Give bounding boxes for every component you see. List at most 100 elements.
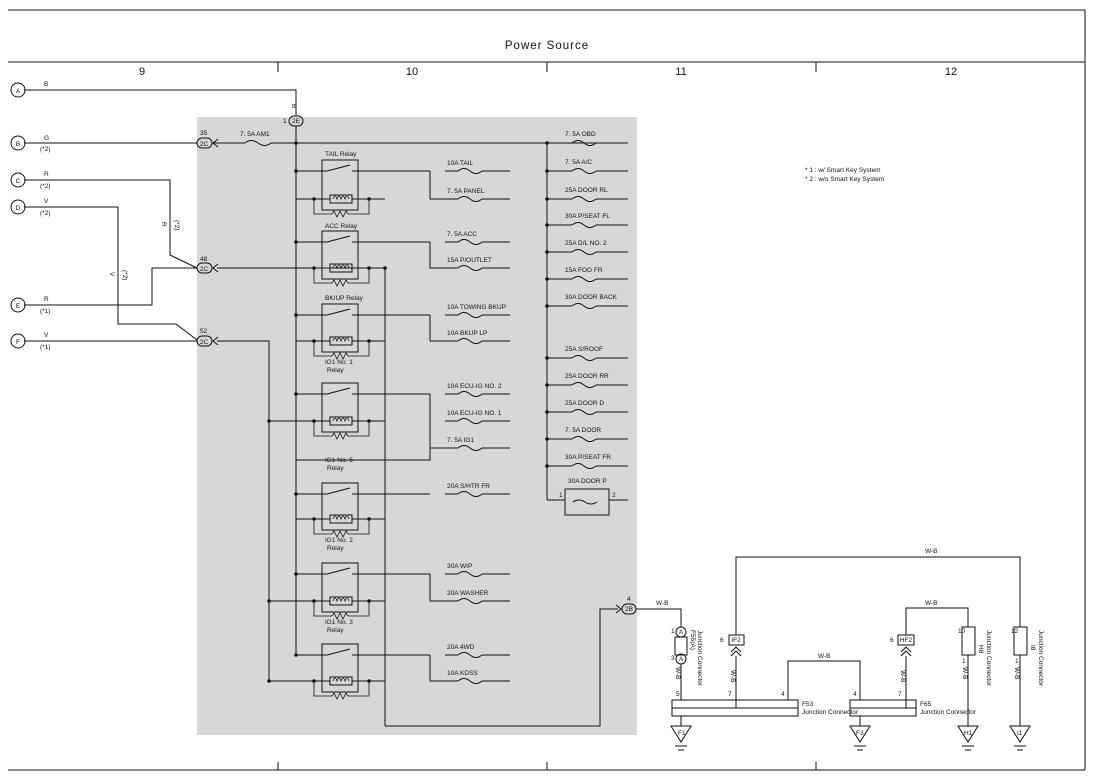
fuse-symbol <box>244 140 272 146</box>
junction-desc: Junction Connector <box>696 630 703 687</box>
terminal-pin: 4 <box>627 596 631 603</box>
ground-label: F3 <box>856 730 864 737</box>
relay-name-line2: Relay <box>327 545 344 552</box>
right-bus-fuse: 7. 5A A/C <box>545 159 628 174</box>
terminal-conn: 2C <box>200 266 209 273</box>
fuse-symbol <box>457 418 483 424</box>
wire-wb-label: W-B <box>656 600 669 607</box>
wire-note-label: (*1) <box>40 308 50 315</box>
fuse-symbol <box>457 598 483 604</box>
vertical-wire-label: R <box>160 222 167 227</box>
fuse-label: 10A TAIL <box>447 160 474 167</box>
wire-color-label: G <box>44 135 49 142</box>
relay-name: TAIL Relay <box>325 151 357 158</box>
relay-name: ACC Relay <box>325 223 358 230</box>
pin-label: 1 <box>962 658 966 665</box>
fuse-label: 30A WIP <box>447 563 472 570</box>
fuse-symbol <box>457 445 483 451</box>
connector-letter: A <box>679 656 684 663</box>
harness-connectors: A B C D E F B G (*2) R (*2) V (*2) R (*1… <box>10 81 50 351</box>
relay-output-fuse: 20A 4WD <box>445 644 510 658</box>
relay-box <box>321 562 359 613</box>
fuse-symbol <box>457 196 483 202</box>
right-bus-fuse: 25A S/ROOF <box>545 346 628 361</box>
connector-a-letter: A <box>16 88 21 95</box>
fuse-symbol <box>457 265 483 271</box>
column-number: 12 <box>945 66 957 78</box>
fuse-symbol <box>457 491 483 497</box>
note-no-smart-key: * 2 : w/o Smart Key System <box>805 176 884 183</box>
wire-wb-label: W-B <box>925 548 938 555</box>
main-fuse-label: 7. 5A AM1 <box>240 131 270 138</box>
relay-name: IG1 No. 3 <box>325 619 353 626</box>
right-bus-fuse: 30A P/SEAT FR <box>545 454 628 469</box>
fuse-label: 15A FOG FR <box>565 267 603 274</box>
right-bus-fuse: 25A DOOR D <box>545 400 628 415</box>
junction-id: F55(A) <box>689 630 696 650</box>
relay-output-fuse: 10A ECU-IG NO. 2 <box>445 383 510 397</box>
terminal-pin: 48 <box>200 256 208 263</box>
inline-connector: HF2 <box>900 637 913 644</box>
junction-id: I8 <box>1029 645 1036 651</box>
right-bus-fuse: 30A P/SEAT FL <box>545 213 628 228</box>
fuse-label: 10A KDSS <box>447 670 478 677</box>
terminal-conn: 2E <box>292 118 301 125</box>
wire-note-label: (*1) <box>40 344 50 351</box>
right-bus-fuse: 15A FOG FR <box>545 267 628 282</box>
pin-label: 3 <box>671 655 675 662</box>
wire-wb-label: W-B <box>925 600 938 607</box>
junction-terminals: 2C 35 2C 48 2C 52 2E 1 2B 4 <box>196 115 637 615</box>
terminal-pin: 35 <box>200 130 208 137</box>
relay-name-line2: Relay <box>327 367 344 374</box>
fuse-label: 30A P/SEAT FR <box>565 454 611 461</box>
right-bus-fuse: 30A DOOR BACK <box>545 294 628 309</box>
fuse-symbol <box>457 678 483 684</box>
fuse-symbol <box>457 652 483 658</box>
fuse-symbol <box>457 239 483 245</box>
wire-color-label: V <box>44 332 49 339</box>
ground-label: I1 <box>1017 730 1023 737</box>
junction-id: H8 <box>977 645 984 654</box>
relay-name-line2: Relay <box>327 627 344 634</box>
relay-output-fuse: 7. 5A IG1 <box>445 437 510 451</box>
fuse-label: 10A ECU-IG NO. 2 <box>447 383 502 390</box>
wire-color-label: R <box>44 171 49 178</box>
junction-desc: Junction Connector <box>802 709 859 716</box>
fuse-label: 10A BKUP LP <box>447 330 487 337</box>
connector-f-letter: F <box>16 339 20 346</box>
pin-label: 4 <box>781 691 785 698</box>
fuse-label: 7. 5A OBD <box>565 131 596 138</box>
vertical-wire-label: B <box>290 104 297 108</box>
pin-label: 7 <box>898 691 902 698</box>
ground-label: F1 <box>678 730 686 737</box>
connector-letter: A <box>679 629 684 636</box>
fuse-symbol <box>457 391 483 397</box>
terminal-conn: 2B <box>625 606 633 613</box>
relay-output-fuse: 20A WASHER <box>445 590 510 604</box>
right-bus-fuse: 7. 5A DOOR <box>545 427 628 442</box>
relay-name: BK/UP Relay <box>325 295 364 302</box>
column-number: 9 <box>139 66 145 78</box>
relay-output-fuse: 7. 5A ACC <box>445 231 510 245</box>
breaker-pin: 2 <box>612 492 616 499</box>
connector-d-letter: D <box>16 205 21 212</box>
note-smart-key: * 1 : w/ Smart Key System <box>805 167 881 174</box>
relay-output-fuse: 10A ECU-IG NO. 1 <box>445 410 510 424</box>
vertical-wire-label: V <box>108 272 115 277</box>
wire-wb-label: W-B <box>674 667 681 680</box>
fuse-label: 20A 4WD <box>447 644 475 651</box>
connector-b-letter: B <box>16 141 20 148</box>
relay-output-fuse: 7. 5A PANEL <box>445 188 510 202</box>
fuse-label: 20A S/HTR FR <box>447 483 490 490</box>
pin-label: 1 <box>1015 658 1019 665</box>
junction-id: F53 <box>802 701 814 708</box>
wire-color-label: B <box>44 81 48 88</box>
fuse-symbol <box>457 168 483 174</box>
relay-output-fuse: 20A S/HTR FR <box>445 483 510 497</box>
junction-desc: Junction Connector <box>985 630 992 687</box>
relay-box <box>321 303 359 353</box>
pin-label: 6 <box>890 637 894 644</box>
fuse-label: 7. 5A A/C <box>565 159 592 166</box>
